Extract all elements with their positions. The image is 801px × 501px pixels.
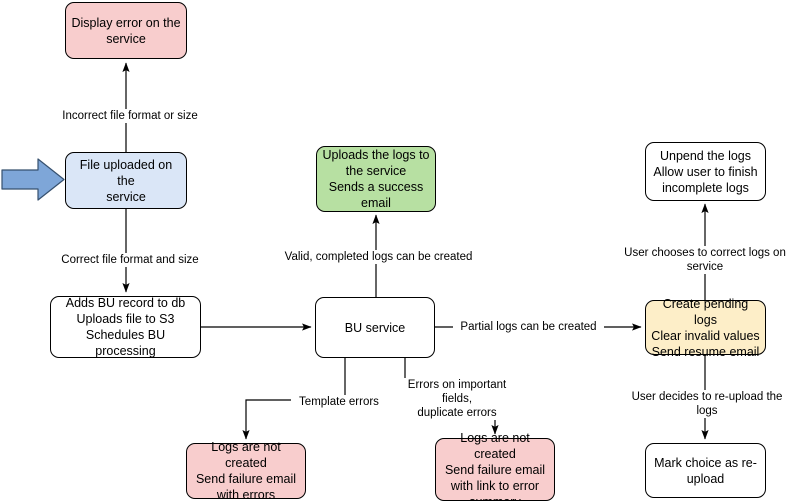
- node-label: Logs are not created Send failure email …: [195, 440, 297, 501]
- node-bu-service[interactable]: BU service: [315, 297, 435, 358]
- node-label: Unpend the logs Allow user to finish inc…: [653, 148, 758, 195]
- node-label: BU service: [344, 320, 406, 335]
- node-label: Create pending logs Clear invalid values…: [651, 296, 760, 359]
- edge-label-valid-logs: Valid, completed logs can be created: [279, 250, 478, 264]
- node-label: Adds BU record to db Uploads file to S3 …: [65, 296, 186, 358]
- edge-label-incorrect-format: Incorrect file format or size: [55, 109, 205, 123]
- edge-label-user-corrects: User chooses to correct logs on service: [605, 246, 801, 274]
- node-mark-choice-reupload[interactable]: Mark choice as re- upload: [645, 443, 766, 498]
- node-uploads-logs[interactable]: Uploads the logs to the service Sends a …: [316, 146, 436, 212]
- node-adds-bu-record[interactable]: Adds BU record to db Uploads file to S3 …: [50, 296, 201, 358]
- node-display-error[interactable]: Display error on the service: [65, 2, 187, 59]
- edge-label-partial-logs: Partial logs can be created: [453, 320, 604, 334]
- node-logs-not-created-template[interactable]: Logs are not created Send failure email …: [186, 440, 306, 501]
- node-file-uploaded[interactable]: File uploaded on the service: [65, 152, 187, 209]
- edge-label-user-reupload: User decides to re-upload the logs: [618, 390, 796, 418]
- edge-label-important-errors: Errors on important fields, duplicate er…: [392, 378, 522, 420]
- node-label: Uploads the logs to the service Sends a …: [322, 148, 430, 210]
- node-label: Mark choice as re- upload: [654, 455, 757, 486]
- node-label: Logs are not created Send failure email …: [444, 430, 546, 501]
- node-unpend-logs[interactable]: Unpend the logs Allow user to finish inc…: [645, 142, 766, 201]
- node-label: Display error on the service: [71, 15, 181, 46]
- node-label: File uploaded on the service: [79, 157, 173, 204]
- node-create-pending-logs[interactable]: Create pending logs Clear invalid values…: [645, 297, 766, 359]
- edge-label-template-errors: Template errors: [291, 395, 387, 409]
- entry-arrow-icon: [1, 158, 65, 201]
- node-logs-not-created-summary[interactable]: Logs are not created Send failure email …: [435, 431, 555, 501]
- edge-label-correct-format: Correct file format and size: [56, 253, 204, 267]
